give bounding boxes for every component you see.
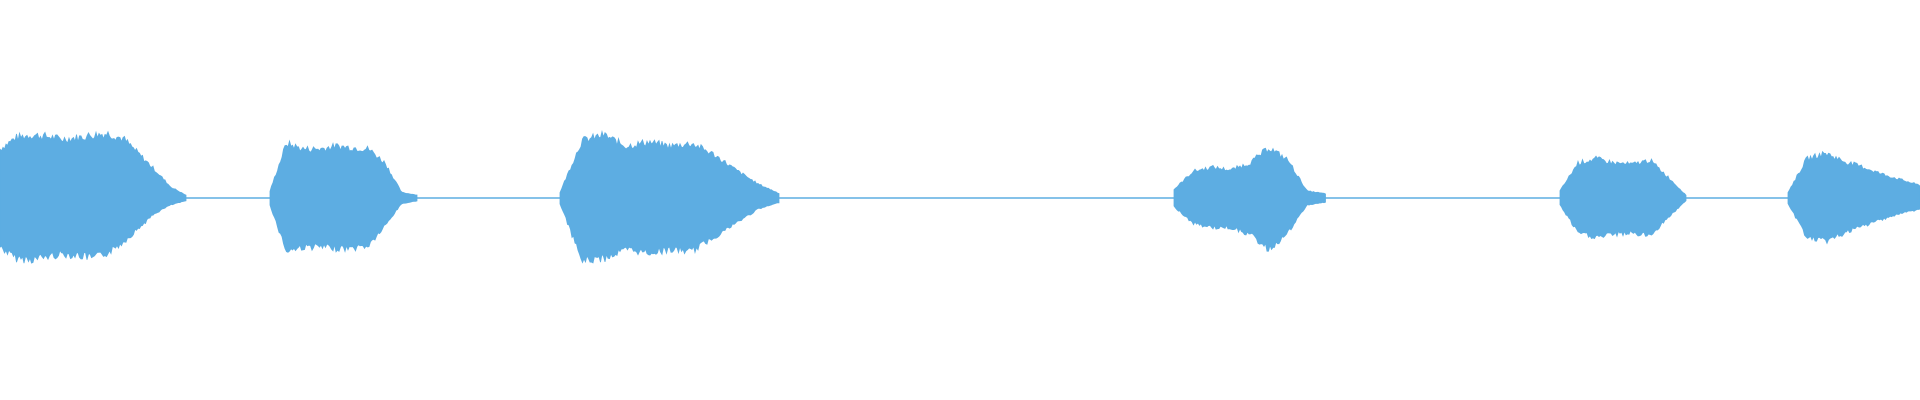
waveform-segment-4: [1173, 147, 1326, 252]
waveform-segment-3: [559, 130, 780, 264]
waveform-segment-6: [1787, 150, 1920, 245]
waveform-segment-1: [0, 130, 187, 264]
waveform-segment-2: [269, 139, 418, 253]
waveform-segment-5: [1559, 155, 1687, 240]
